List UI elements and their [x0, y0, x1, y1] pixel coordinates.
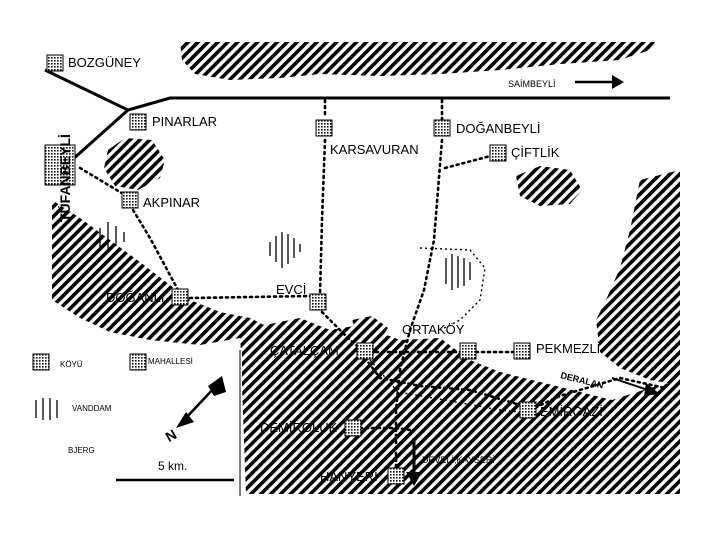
arrow-develi-icon — [406, 438, 422, 486]
village-markers — [32, 54, 537, 485]
north-arrow-icon — [176, 376, 226, 428]
marker-bozguney — [46, 54, 64, 72]
marker-pinarlar — [129, 113, 147, 131]
marker-evci — [309, 293, 327, 311]
marker-tufanbeyli — [44, 144, 76, 186]
vanddam-symbols — [35, 222, 471, 420]
label-doganbeyli: DOĞANBEYLİ — [456, 121, 541, 136]
marker-hanyeri — [387, 467, 405, 485]
arrow-deralan-icon — [611, 377, 660, 396]
label-pinarlar: PINARLAR — [152, 114, 217, 129]
label-develi-kayseri: DEVELİ,KAYSERİ — [422, 455, 495, 465]
arrow-saimbeyli-icon — [575, 75, 624, 89]
legend-hamlet-marker — [129, 353, 147, 371]
label-evci: EVCİ — [276, 282, 306, 297]
marker-akpinar — [121, 191, 139, 209]
label-tufanbeyli: TÜFANBEYLİ — [57, 134, 73, 222]
label-hanyeri: HANYERİ — [320, 469, 378, 484]
marker-ciftlik — [489, 144, 507, 162]
label-doganli: DOĞANLI — [106, 290, 165, 305]
marker-pekmezli — [513, 342, 531, 360]
label-emirgazi: EMİRGAZİ — [540, 404, 603, 419]
legend-village-marker — [32, 353, 50, 371]
scale-label: 5 km. — [158, 459, 187, 473]
label-catalcam: ÇATALÇAM — [270, 343, 339, 358]
marker-doganbeyli — [433, 119, 451, 137]
label-akpinar: AKPINAR — [143, 195, 200, 210]
marker-demiroluk — [344, 419, 362, 437]
marker-ortakoy — [459, 342, 477, 360]
marker-catalcam — [356, 342, 374, 360]
label-demiroluk: DEMİROLUK — [260, 420, 338, 435]
mountain-areas — [33, 42, 680, 494]
direction-arrows — [406, 75, 660, 486]
main-roads — [44, 68, 670, 162]
label-deralan: DERALAN — [560, 370, 605, 390]
label-karsavuran: KARSAVURAN — [330, 142, 419, 157]
label-pekmezli: PEKMEZLİ — [536, 341, 600, 356]
label-ortakoy: ORTAKÖY — [402, 322, 465, 337]
label-ciftlik: ÇİFTLİK — [511, 145, 560, 160]
label-bozguney: BOZGÜNEY — [68, 55, 141, 70]
legend-bjerg-label: BJERG — [68, 446, 95, 455]
legend-village-label: KÖYÜ — [60, 360, 83, 369]
label-saimbeyli: SAİMBEYLİ — [508, 79, 556, 89]
marker-doganli — [171, 288, 189, 306]
marker-karsavuran — [315, 119, 333, 137]
marker-emirgazi — [519, 401, 537, 419]
legend-hamlet-label: MAHALLESİ — [148, 357, 193, 366]
legend-vanddam-label: VANDDAM — [72, 404, 112, 413]
